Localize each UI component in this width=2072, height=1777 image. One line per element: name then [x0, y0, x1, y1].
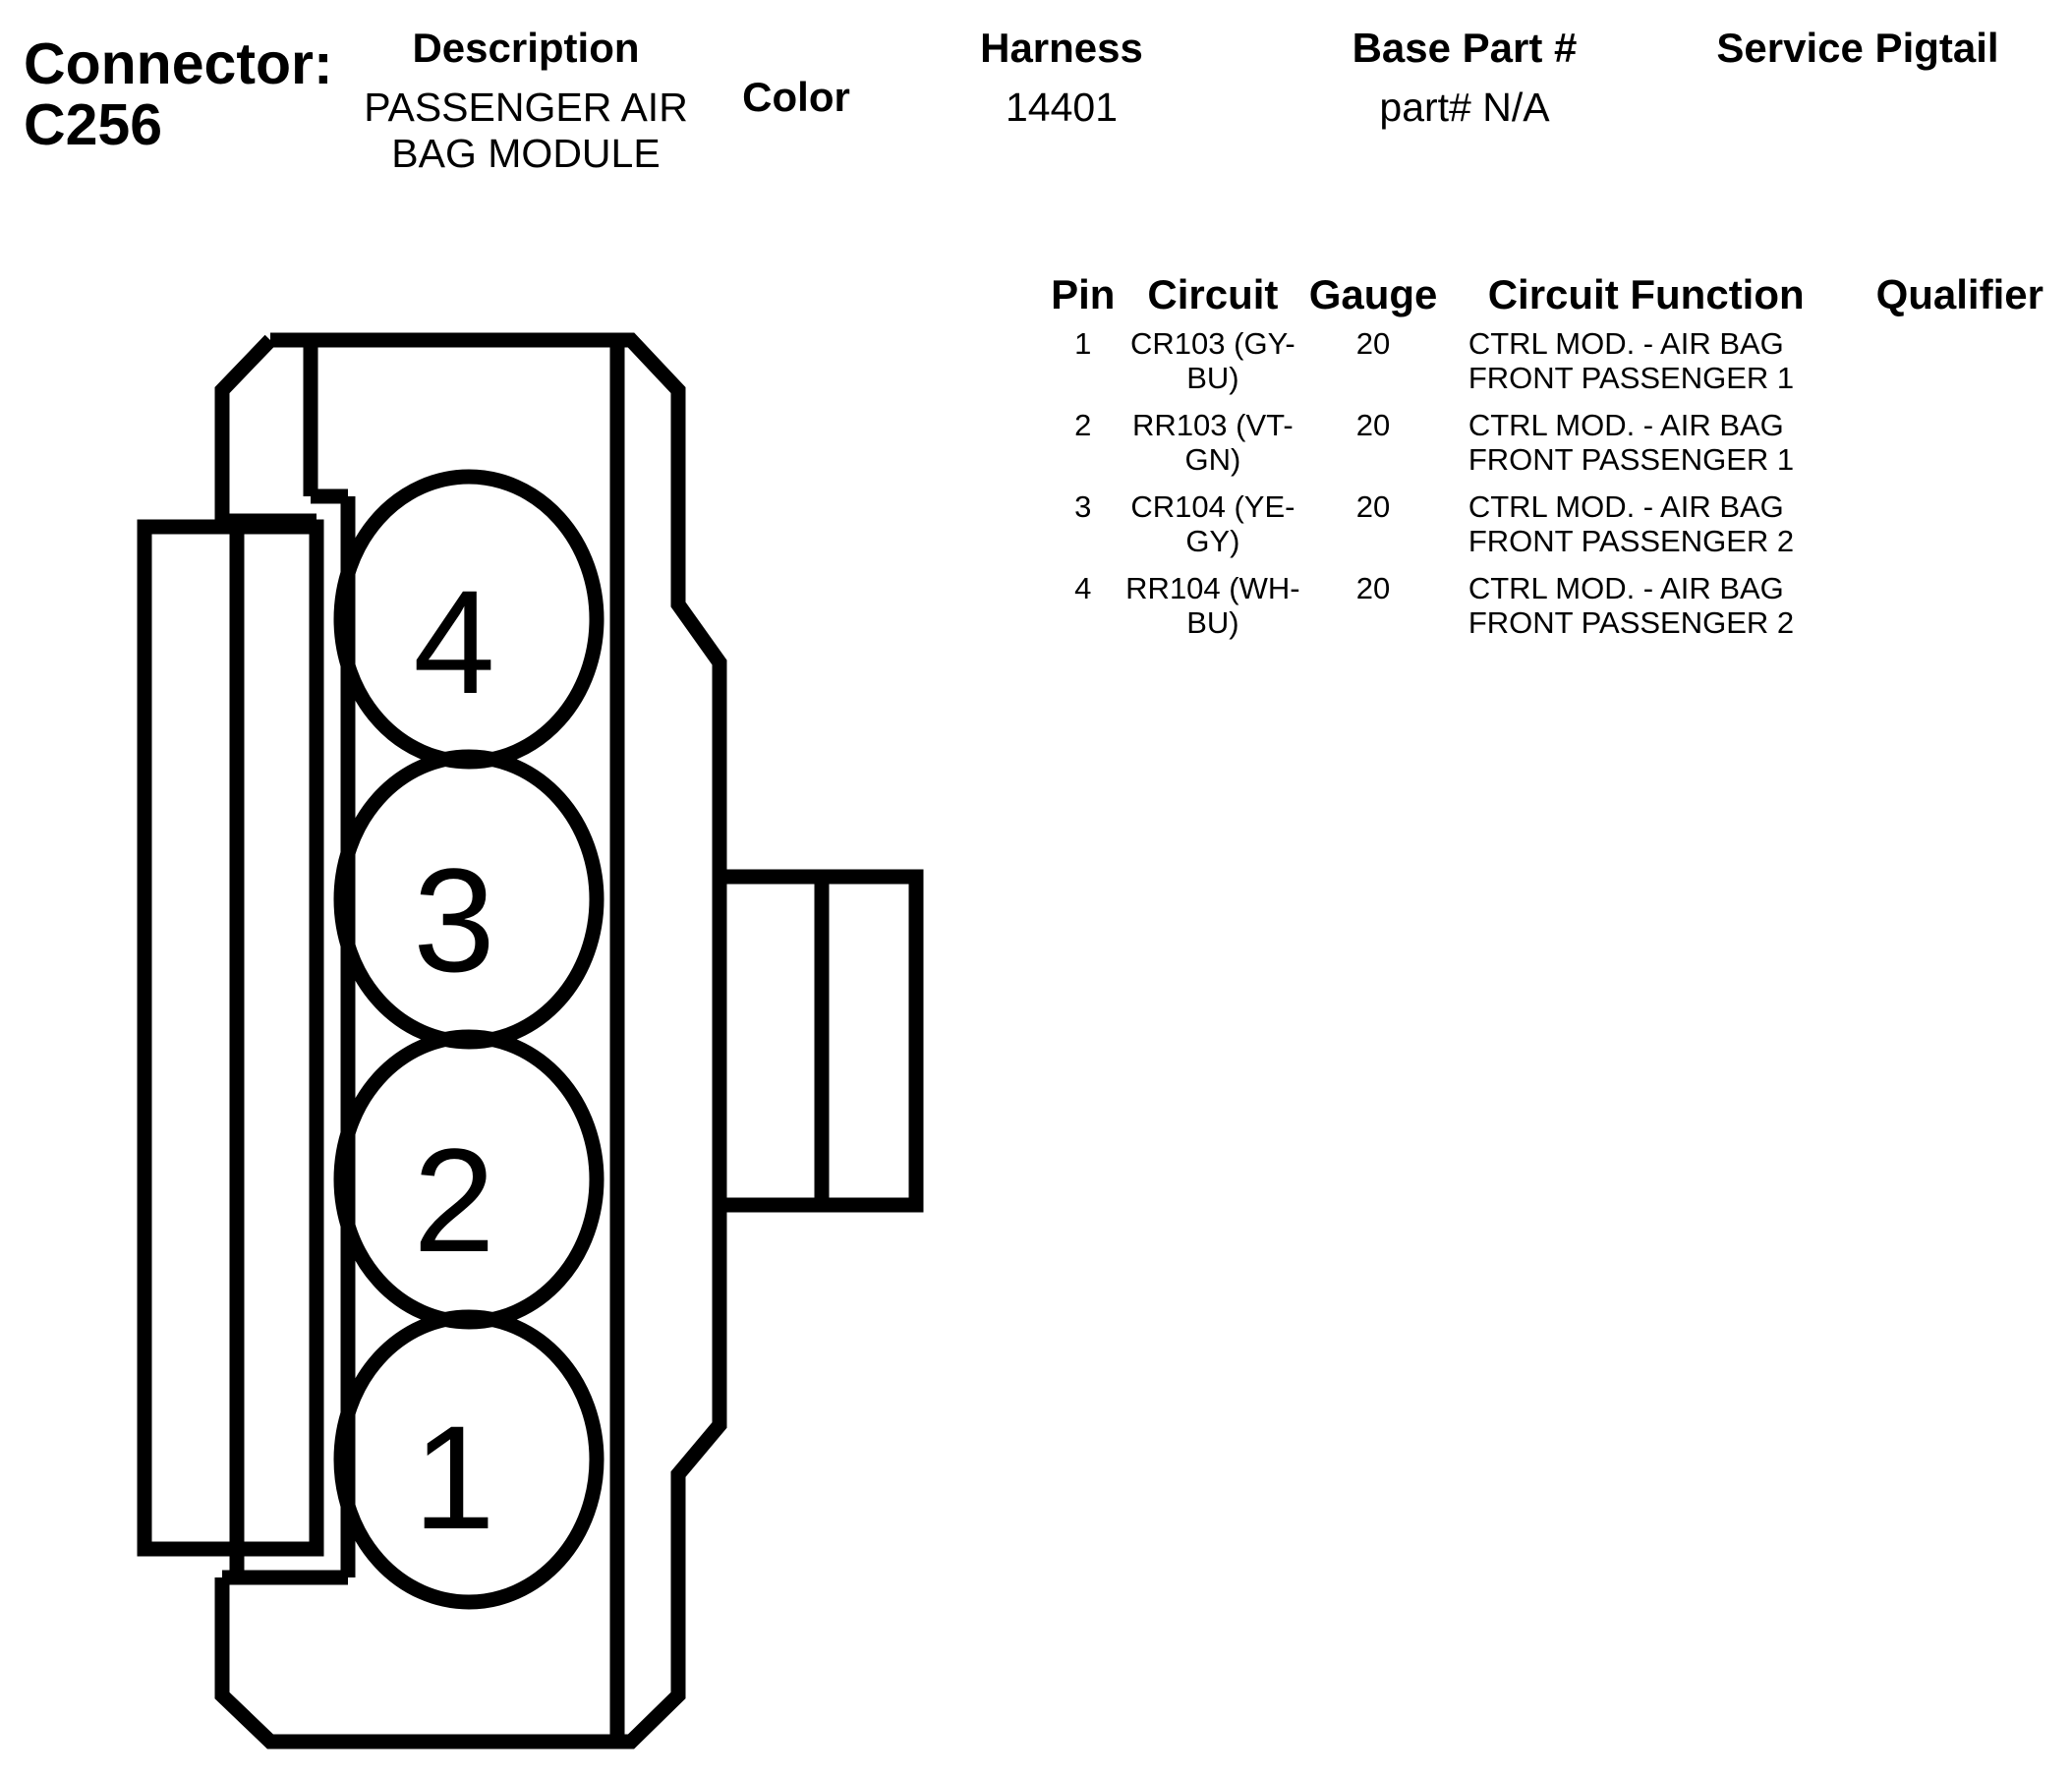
- function-cell: CTRL MOD. - AIR BAG FRONT PASSENGER 2: [1468, 489, 1795, 558]
- function-cell: CTRL MOD. - AIR BAG FRONT PASSENGER 1: [1468, 408, 1795, 477]
- connector-housing: [137, 332, 924, 1749]
- table-row: 4 RR104 (WH-BU) 20 CTRL MOD. - AIR BAG F…: [1042, 571, 2072, 653]
- connector-face-diagram: 4 3 2 1: [137, 332, 924, 1749]
- pin-number: 2: [413, 1118, 494, 1283]
- function-cell: CTRL MOD. - AIR BAG FRONT PASSENGER 1: [1468, 326, 1795, 395]
- description-value: PASSENGER AIR BAG MODULE: [364, 85, 688, 176]
- qualifier-cell: [1848, 408, 2072, 489]
- service-pigtail-header: Service Pigtail: [1716, 25, 1999, 71]
- base-part-header: Base Part #: [1352, 25, 1578, 71]
- qualifier-cell: [1848, 571, 2072, 653]
- pin-table: Pin Circuit Gauge Circuit Function Quali…: [1042, 271, 2072, 653]
- gauge-cell: 20: [1355, 326, 1391, 361]
- pin-cell: 1: [1074, 326, 1092, 361]
- connector-title: Connector: C256: [24, 33, 333, 155]
- column-header-qualifier: Qualifier: [1875, 271, 2043, 317]
- qualifier-cell: [1848, 489, 2072, 571]
- table-row: 1 CR103 (GY-BU) 20 CTRL MOD. - AIR BAG F…: [1042, 326, 2072, 408]
- pin-cavity-2: 2: [333, 1029, 604, 1330]
- pin-number: 3: [413, 837, 494, 1003]
- pin-cavity-4: 4: [333, 469, 604, 770]
- base-part-value: part# N/A: [1379, 85, 1550, 130]
- function-cell: CTRL MOD. - AIR BAG FRONT PASSENGER 2: [1468, 571, 1795, 640]
- pin-cavities: 4 3 2 1: [333, 469, 604, 1610]
- table-row: 2 RR103 (VT-GN) 20 CTRL MOD. - AIR BAG F…: [1042, 408, 2072, 489]
- pin-number: 4: [413, 559, 494, 724]
- harness-header: Harness: [980, 25, 1143, 71]
- pin-number: 1: [413, 1395, 494, 1560]
- circuit-cell: CR103 (GY-BU): [1130, 326, 1295, 395]
- pin-cell: 3: [1074, 489, 1092, 524]
- circuit-cell: RR104 (WH-BU): [1125, 571, 1300, 640]
- harness-value: 14401: [1005, 85, 1118, 130]
- column-header-circuit: Circuit: [1147, 271, 1279, 317]
- circuit-cell: CR104 (YE-GY): [1130, 489, 1295, 558]
- connector-label: Connector:: [24, 31, 333, 96]
- pin-cell: 4: [1074, 571, 1092, 605]
- pin-cell: 2: [1074, 408, 1092, 442]
- circuit-cell: RR103 (VT-GN): [1132, 408, 1294, 477]
- table-row: 3 CR104 (YE-GY) 20 CTRL MOD. - AIR BAG F…: [1042, 489, 2072, 571]
- gauge-cell: 20: [1355, 408, 1391, 442]
- gauge-cell: 20: [1355, 489, 1391, 524]
- color-header: Color: [742, 74, 850, 120]
- column-header-circuit-function: Circuit Function: [1487, 271, 1805, 317]
- pin-table-header: Pin Circuit Gauge Circuit Function Quali…: [1042, 271, 2072, 318]
- qualifier-cell: [1848, 326, 2072, 408]
- pin-cavity-1: 1: [333, 1309, 604, 1610]
- gauge-cell: 20: [1355, 571, 1391, 605]
- column-header-gauge: Gauge: [1308, 271, 1438, 317]
- pin-cavity-3: 3: [333, 749, 604, 1050]
- description-header: Description: [412, 25, 640, 71]
- connector-id: C256: [24, 92, 163, 157]
- column-header-pin: Pin: [1051, 271, 1116, 317]
